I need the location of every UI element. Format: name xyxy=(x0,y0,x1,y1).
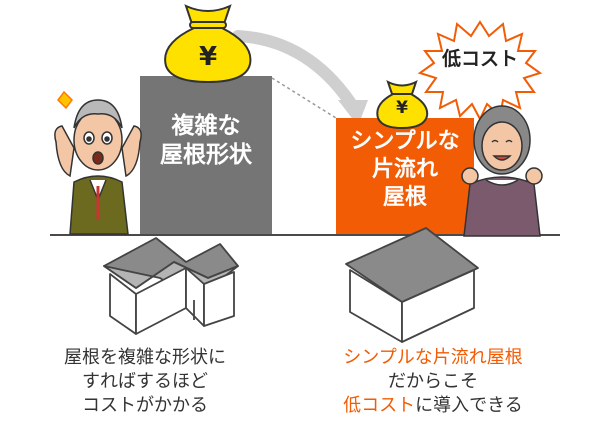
caption-right: シンプルな片流れ屋根 だからこそ 低コストに導入できる xyxy=(308,346,558,418)
money-bag-large-icon xyxy=(164,4,252,84)
complex-roof-label-line2: 屋根形状 xyxy=(160,142,252,169)
yen-symbol-small: ¥ xyxy=(396,98,408,118)
complex-roof-label-line1: 複雑な xyxy=(171,113,241,139)
simple-house-illustration xyxy=(345,227,479,343)
worried-man-character xyxy=(54,90,142,235)
simple-roof-label-line2: 片流れ xyxy=(371,157,438,183)
complex-roof-block xyxy=(140,76,272,234)
happy-woman-character xyxy=(461,105,543,237)
complex-house-illustration xyxy=(103,237,239,335)
simple-roof-label: シンプルな 片流れ 屋根 xyxy=(336,128,474,212)
caption-left: 屋根を複雑な形状に すればするほど コストがかかる xyxy=(20,346,270,418)
yen-symbol-large: ¥ xyxy=(198,42,218,72)
low-cost-badge-text: 低コスト xyxy=(441,48,518,70)
money-bag-small-icon xyxy=(376,80,429,130)
caption-right-line3: 低コストに導入できる xyxy=(308,394,558,418)
caption-right-line2: だからこそ xyxy=(388,371,478,392)
complex-roof-label: 複雑な 屋根形状 xyxy=(140,112,272,171)
caption-left-line2: すればするほど xyxy=(82,371,208,392)
curved-arrow xyxy=(232,30,360,114)
simple-roof-label-line1: シンプルな xyxy=(350,129,460,154)
caption-right-line3-highlight: 低コスト xyxy=(343,395,416,416)
simple-roof-block xyxy=(336,118,474,234)
caption-left-line3: コストがかかる xyxy=(82,395,208,416)
caption-right-line3-rest: に導入できる xyxy=(415,395,523,416)
dotted-guide-line xyxy=(271,77,337,119)
caption-right-line1: シンプルな片流れ屋根 xyxy=(343,347,523,368)
simple-roof-label-line3: 屋根 xyxy=(382,185,427,211)
caption-left-line1: 屋根を複雑な形状に xyxy=(64,347,226,368)
